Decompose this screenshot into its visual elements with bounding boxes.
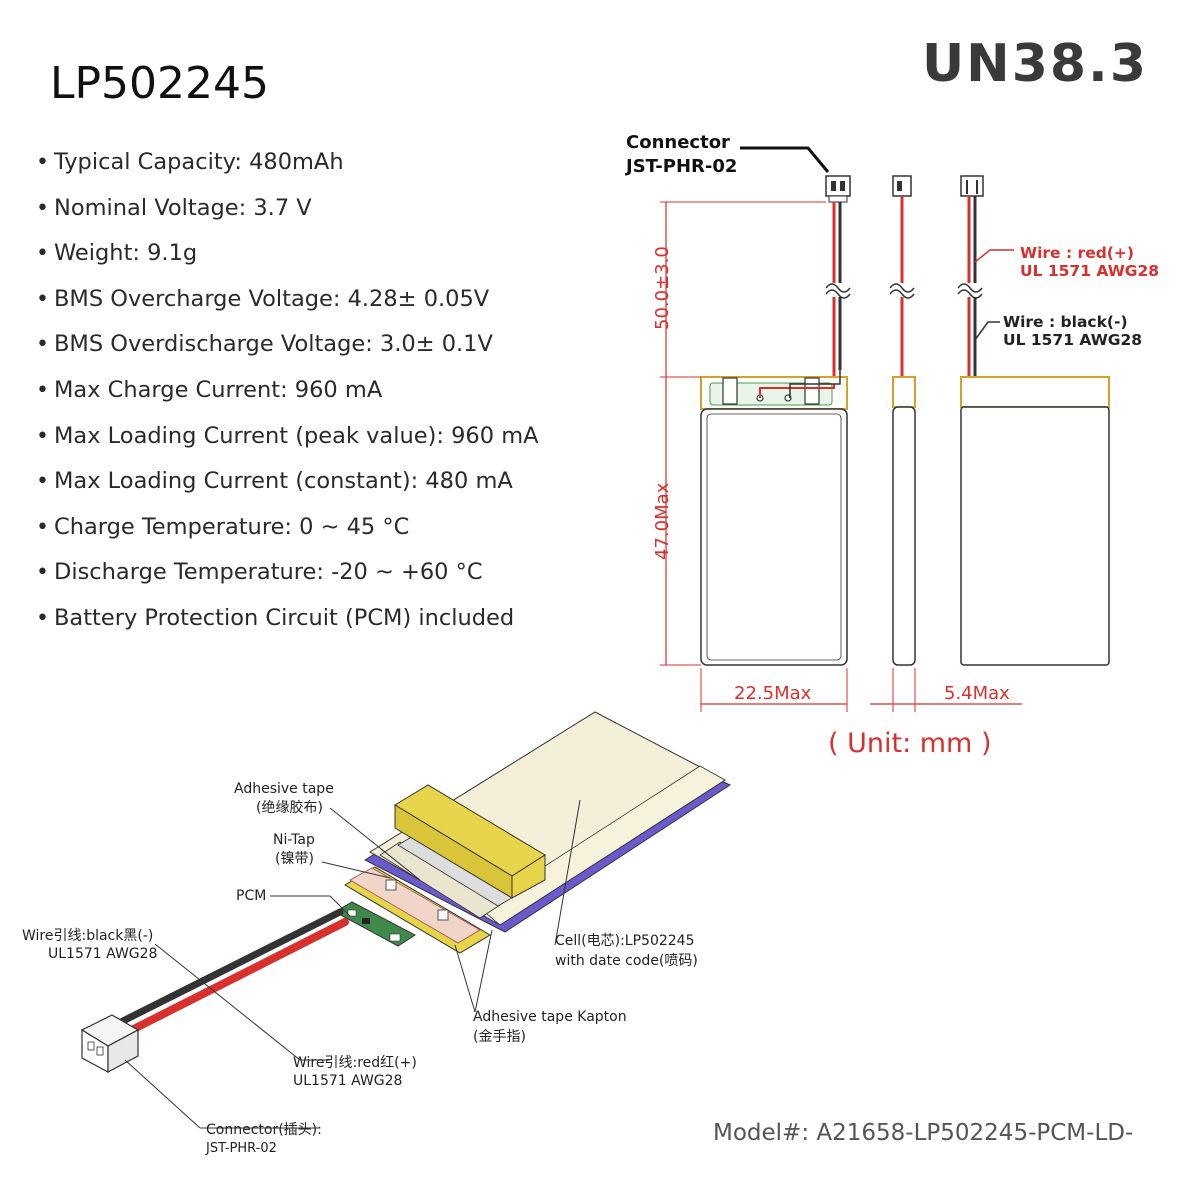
break-mark xyxy=(825,283,851,293)
spec-item: •BMS Overdischarge Voltage: 3.0± 0.1V xyxy=(36,322,539,368)
break-mark xyxy=(825,289,851,299)
cell-back-view xyxy=(960,406,1110,666)
height-dimension: 47.0Max xyxy=(652,482,673,560)
connector-label: Connector(插头): xyxy=(206,1122,322,1138)
leader-line xyxy=(154,943,301,1061)
bullet-icon: • xyxy=(36,423,49,449)
connector-base xyxy=(828,195,848,203)
adhesive-tape-cn-label: (绝缘胶布) xyxy=(256,799,323,816)
unit-note: ( Unit: mm ) xyxy=(828,728,992,759)
certification-label: UN38.3 xyxy=(921,34,1148,94)
connector-model-label: JST-PHR-02 xyxy=(205,1141,277,1156)
leader-line xyxy=(321,861,391,879)
leader-line xyxy=(124,1059,201,1129)
spec-item: •Max Loading Current (constant): 480 mA xyxy=(36,459,539,505)
spec-item: •Charge Temperature: 0 ~ 45 °C xyxy=(36,505,539,551)
leader-line xyxy=(329,807,421,881)
wire-red-spec: UL 1571 AWG28 xyxy=(1020,262,1159,280)
wire-red-spec: UL1571 AWG28 xyxy=(293,1073,402,1089)
ni-tab xyxy=(722,377,738,405)
bullet-icon: • xyxy=(36,514,49,540)
kapton-label: Adhesive tape Kapton xyxy=(473,1009,627,1025)
spec-item: •BMS Overcharge Voltage: 4.28± 0.05V xyxy=(36,277,539,323)
connector-pin xyxy=(840,181,845,191)
bullet-icon: • xyxy=(36,150,49,175)
connector-leader-line xyxy=(740,146,830,173)
pcm-component xyxy=(347,909,357,917)
connector-model-label: JST-PHR-02 xyxy=(624,156,737,177)
ni-tap-cn-label: (镍带) xyxy=(275,851,314,867)
spec-item: •Max Loading Current (peak value): 960 m… xyxy=(36,414,539,460)
spec-item: •Discharge Temperature: -20 ~ +60 °C xyxy=(36,550,539,596)
wire-black-spec: UL1571 AWG28 xyxy=(48,946,157,962)
bullet-icon: • xyxy=(36,195,49,221)
ni-tap-label: Ni-Tap xyxy=(273,832,315,848)
cell-inner-outline xyxy=(706,413,842,661)
spec-item: •Typical Capacity: 480mAh xyxy=(36,140,539,186)
wire-red-label: Wire : red(+) xyxy=(1020,244,1134,262)
ni-tab-contact xyxy=(437,909,449,921)
break-mark xyxy=(957,289,983,299)
wire-black-label: Wire : black(-) xyxy=(1003,313,1128,331)
wire-black xyxy=(101,908,344,1034)
wire-red-leader xyxy=(974,249,1014,263)
bullet-icon: • xyxy=(36,377,49,403)
wire-red-trace xyxy=(759,384,835,398)
cell-edge xyxy=(479,765,726,926)
adhesive-tape-label: Adhesive tape xyxy=(234,781,334,797)
wire-length-dimension: 50.0±3.0 xyxy=(652,246,673,330)
leader-line xyxy=(554,799,581,946)
wire-red xyxy=(108,918,349,1044)
battery-dimension-drawing: Connector JST-PHR-02 50.0±3.0 47.0Max 22… xyxy=(624,132,1159,712)
cell-date-code-label: with date code(喷码) xyxy=(555,953,698,969)
spec-item: •Weight: 9.1g xyxy=(36,231,539,277)
break-mark xyxy=(957,283,983,293)
bullet-icon: • xyxy=(36,241,49,267)
connector-slot xyxy=(96,1046,104,1056)
cell-side-view xyxy=(892,406,916,666)
bullet-icon: • xyxy=(36,560,49,586)
adhesive-tape-side xyxy=(511,854,546,899)
bullet-icon: • xyxy=(36,605,49,631)
bullet-icon: • xyxy=(36,469,49,495)
width-dimension: 22.5Max xyxy=(734,683,812,704)
wire-black-label: Wire引线:black黑(-) xyxy=(22,928,153,944)
wire-red-label: Wire引线:red红(+) xyxy=(293,1055,417,1071)
pcm-label: PCM xyxy=(236,888,266,904)
connector-label: Connector xyxy=(626,132,730,153)
break-mark xyxy=(889,289,915,299)
pcm-component xyxy=(362,918,370,924)
leader-line xyxy=(329,895,351,917)
model-number: Model#: A21658-LP502245-PCM-LD- xyxy=(713,1120,1134,1146)
connector-pin xyxy=(831,181,836,191)
wire-black-spec: UL 1571 AWG28 xyxy=(1003,331,1142,349)
thickness-dimension: 5.4Max xyxy=(944,683,1010,704)
connector-pin xyxy=(897,181,902,191)
spec-item: •Battery Protection Circuit (PCM) includ… xyxy=(36,596,539,642)
cell-label: Cell(电芯):LP502245 xyxy=(555,933,695,949)
spec-item: •Max Charge Current: 960 mA xyxy=(36,368,539,414)
leader-line xyxy=(454,944,476,1013)
product-title: LP502245 xyxy=(50,58,270,109)
ni-tab-contact xyxy=(385,879,397,891)
connector-side xyxy=(107,1029,139,1073)
pcm-component xyxy=(389,933,401,942)
bullet-icon: • xyxy=(36,332,49,358)
break-mark xyxy=(889,283,915,293)
leader-line xyxy=(474,929,493,1013)
spec-item: •Nominal Voltage: 3.7 V xyxy=(36,186,539,232)
cell-front-view xyxy=(700,408,848,666)
connector-slot xyxy=(87,1041,95,1051)
wire-black-leader xyxy=(974,321,1000,341)
bullet-icon: • xyxy=(36,286,49,312)
wire-black-trace xyxy=(789,370,841,398)
spec-list: •Typical Capacity: 480mAh •Nominal Volta… xyxy=(36,140,539,642)
kapton-cn-label: (金手指) xyxy=(473,1029,526,1045)
back-tape-area xyxy=(960,376,1110,408)
